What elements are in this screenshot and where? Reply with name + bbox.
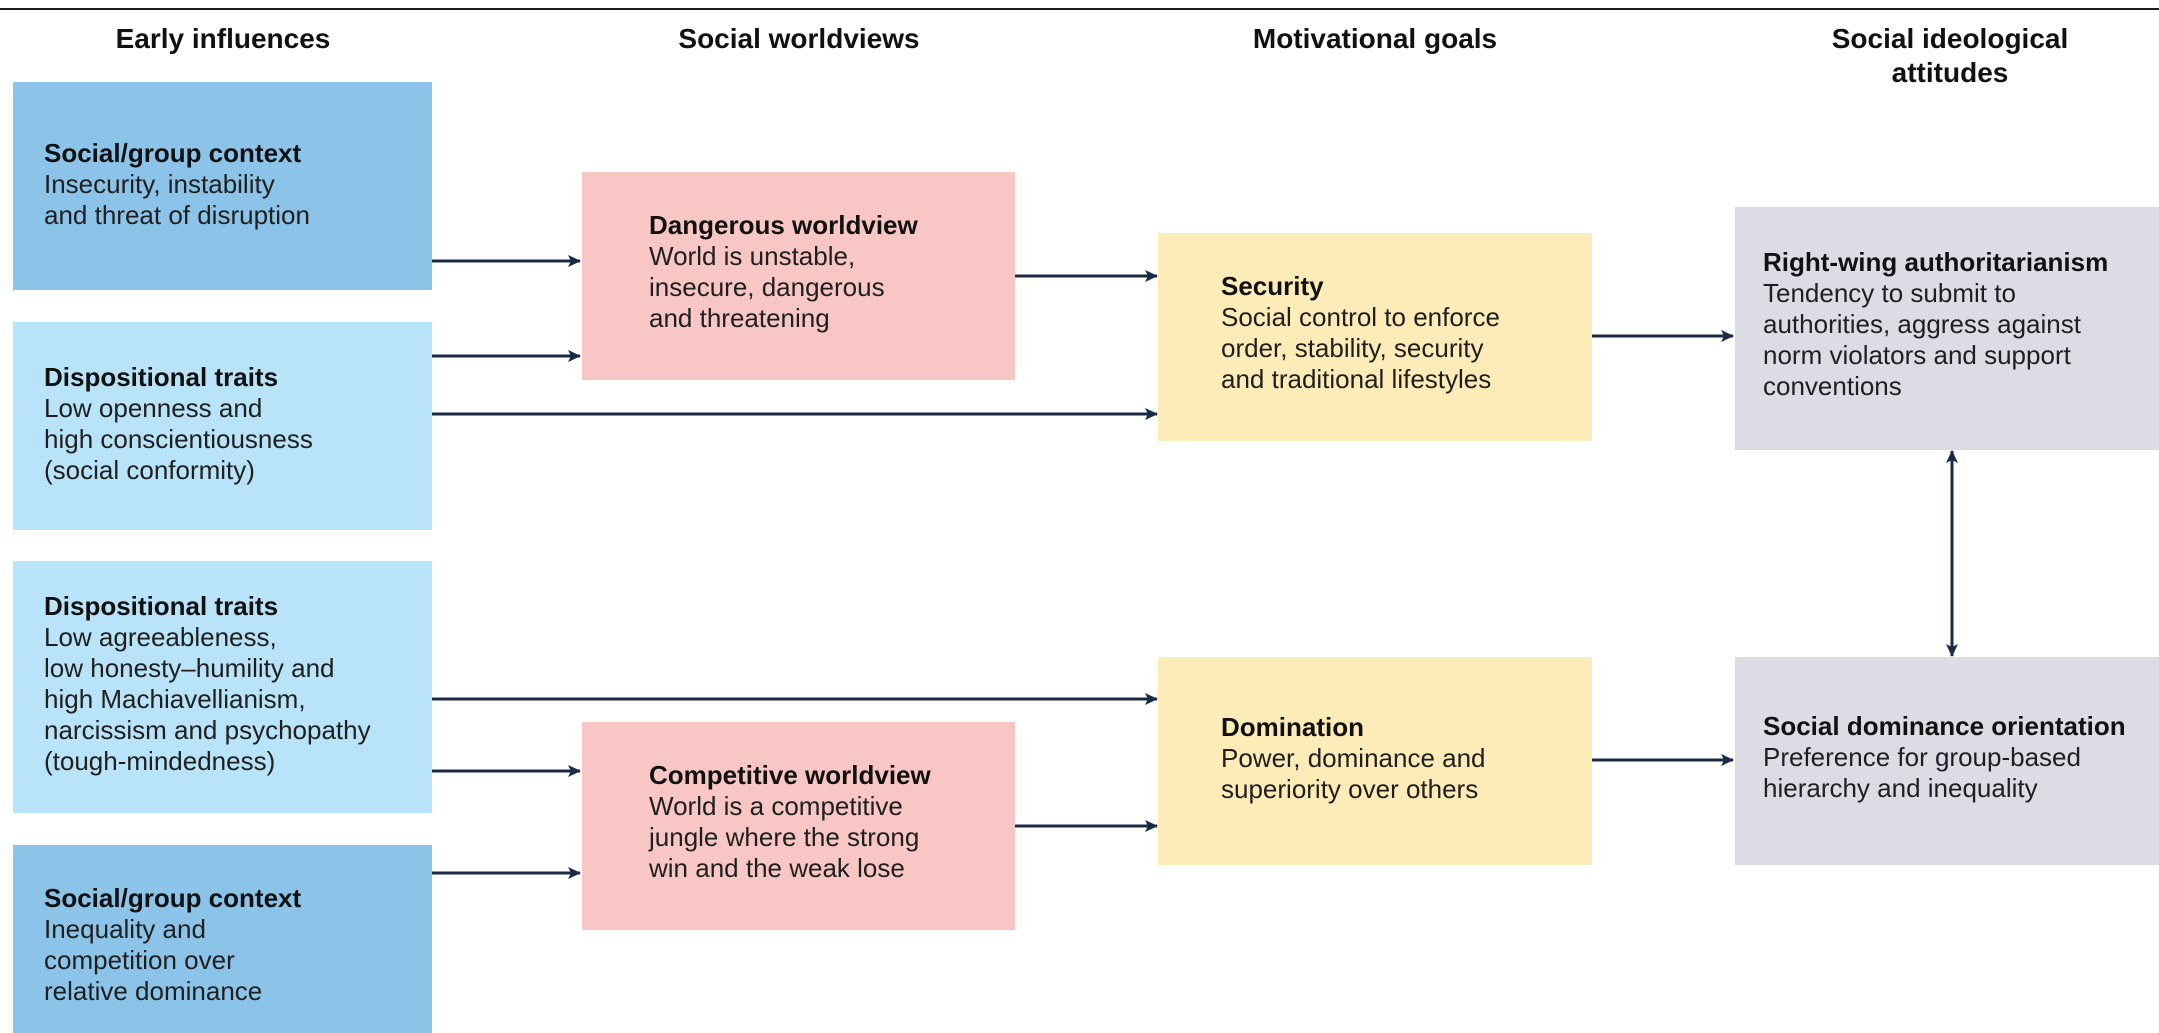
box-body: World is a competitive jungle where the … [649,791,920,883]
box-body: Social control to enforce order, stabili… [1221,302,1500,394]
box-body: Inequality and competition over relative… [44,914,263,1006]
box-right-wing-authoritarianism: Right-wing authoritarianism Tendency to … [1735,207,2159,450]
box-social-context-top: Social/group context Insecurity, instabi… [13,82,432,290]
box-body: Tendency to submit to authorities, aggre… [1763,278,2081,401]
header-social-worldviews: Social worldviews [678,23,920,54]
box-title: Security [1221,271,1324,301]
box-title: Competitive worldview [649,760,931,790]
box-title: Social/group context [44,883,302,913]
box-dispositional-traits-top: Dispositional traits Low openness and hi… [13,322,432,530]
box-body: Power, dominance and superiority over ot… [1221,743,1486,804]
box-title: Social dominance orientation [1763,711,2126,741]
box-security-goal: Security Social control to enforce order… [1158,233,1592,441]
box-body: Low agreeableness, low honesty–humility … [44,622,371,776]
box-body: Low openness and high conscientiousness … [44,393,313,485]
box-social-dominance-orientation: Social dominance orientation Preference … [1735,657,2159,865]
box-title: Dispositional traits [44,362,279,392]
top-rule [0,8,2159,10]
box-title: Dispositional traits [44,591,279,621]
header-social-ideological-attitudes: Social ideological attitudes [1831,23,2069,88]
box-dangerous-worldview: Dangerous worldview World is unstable, i… [582,172,1015,380]
box-dispositional-traits-bottom: Dispositional traits Low agreeableness, … [13,561,432,813]
box-competitive-worldview: Competitive worldview World is a competi… [582,722,1015,930]
box-title: Right-wing authoritarianism [1763,247,2109,277]
box-body: Insecurity, instability and threat of di… [44,169,310,230]
box-domination-goal: Domination Power, dominance and superior… [1158,657,1592,865]
box-body: World is unstable, insecure, dangerous a… [649,241,885,333]
box-title: Domination [1221,712,1364,742]
header-early-influences: Early influences [115,23,331,54]
box-social-context-bottom: Social/group context Inequality and comp… [13,845,432,1033]
box-title: Dangerous worldview [649,210,918,240]
box-title: Social/group context [44,138,302,168]
box-body: Preference for group-based hierarchy and… [1763,742,2081,803]
header-motivational-goals: Motivational goals [1252,23,1498,54]
